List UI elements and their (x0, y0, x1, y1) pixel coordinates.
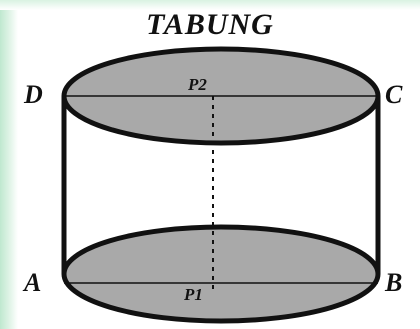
point-label-p1: P1 (184, 285, 203, 304)
bottom-base-ellipse (61, 224, 381, 324)
point-label-d: D (24, 80, 43, 109)
point-label-b: B (385, 268, 403, 297)
point-label-p2: P2 (188, 75, 207, 94)
point-label-a: A (24, 268, 42, 297)
point-label-c: C (385, 80, 403, 109)
diagram-title: TABUNG (146, 8, 274, 41)
left-edge-tint (0, 0, 18, 329)
top-edge-tint (0, 0, 420, 10)
